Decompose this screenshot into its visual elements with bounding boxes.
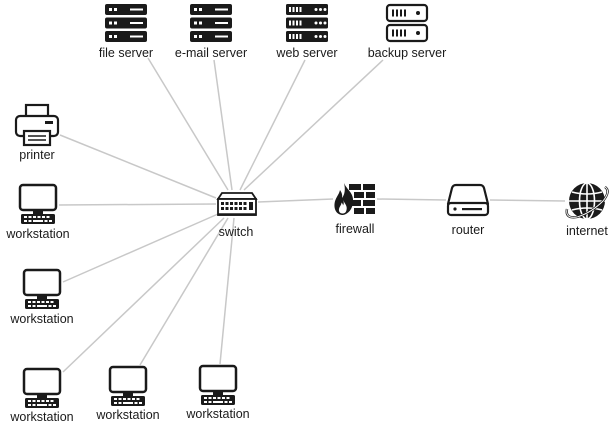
backup-server-label: backup server [368, 46, 447, 60]
link-switch-to-workstation-4 [139, 217, 229, 366]
web-server-label: web server [275, 46, 337, 60]
firewall-node[interactable]: firewall [334, 183, 375, 236]
link-firewall-to-router [376, 198, 447, 201]
workstation-label-1: workstation [5, 227, 69, 241]
firewall-icon [334, 183, 375, 215]
workstation-label-3: workstation [9, 410, 73, 424]
firewall-label: firewall [336, 222, 375, 236]
printer-icon [14, 103, 60, 147]
backup-server-icon [385, 3, 429, 43]
router-node[interactable]: router [446, 183, 490, 237]
workstation-node-2[interactable]: workstation [9, 268, 74, 326]
web-server-node[interactable]: web server [275, 4, 338, 60]
server-blade-icon [286, 4, 328, 42]
router-icon [446, 183, 490, 217]
file-server-label: file server [99, 46, 153, 60]
server-rack-icon [190, 4, 232, 42]
email-server-node[interactable]: e-mail server [175, 4, 247, 60]
link-switch-to-printer [59, 134, 217, 199]
backup-server-node[interactable]: backup server [368, 3, 447, 60]
link-switch-to-workstation-2 [62, 213, 219, 283]
workstation-node-1[interactable]: workstation [5, 183, 70, 241]
switch-icon [216, 191, 258, 217]
internet-node[interactable]: internet [565, 181, 609, 238]
link-switch-to-web-server [239, 59, 306, 191]
workstation-node-3[interactable]: workstation [9, 367, 74, 424]
link-router-to-internet [489, 199, 566, 202]
workstation-node-5[interactable]: workstation [185, 364, 250, 421]
workstation-node-4[interactable]: workstation [95, 365, 160, 422]
link-switch-to-email-server [213, 59, 233, 191]
workstation-label-4: workstation [95, 408, 159, 422]
link-switch-to-backup-server [243, 59, 384, 191]
globe-icon [565, 181, 609, 221]
workstation-icon [22, 367, 62, 409]
router-label: router [452, 223, 485, 237]
link-switch-to-workstation-3 [62, 217, 225, 373]
internet-label: internet [566, 224, 608, 238]
workstation-icon [108, 365, 148, 407]
workstation-icon [22, 268, 62, 310]
server-rack-icon [105, 4, 147, 42]
printer-label: printer [19, 148, 54, 162]
workstation-icon [18, 183, 58, 225]
workstation-label-2: workstation [9, 312, 73, 326]
switch-node[interactable]: switch [216, 191, 258, 239]
links-layer [58, 57, 566, 373]
switch-label: switch [219, 225, 254, 239]
file-server-node[interactable]: file server [99, 4, 153, 60]
email-server-label: e-mail server [175, 46, 247, 60]
workstation-icon [198, 364, 238, 406]
link-switch-to-workstation-5 [219, 217, 235, 365]
link-switch-to-firewall [257, 198, 334, 203]
printer-node[interactable]: printer [14, 103, 60, 162]
link-switch-to-file-server [147, 57, 229, 191]
link-switch-to-workstation-1 [58, 203, 217, 206]
workstation-label-5: workstation [185, 407, 249, 421]
